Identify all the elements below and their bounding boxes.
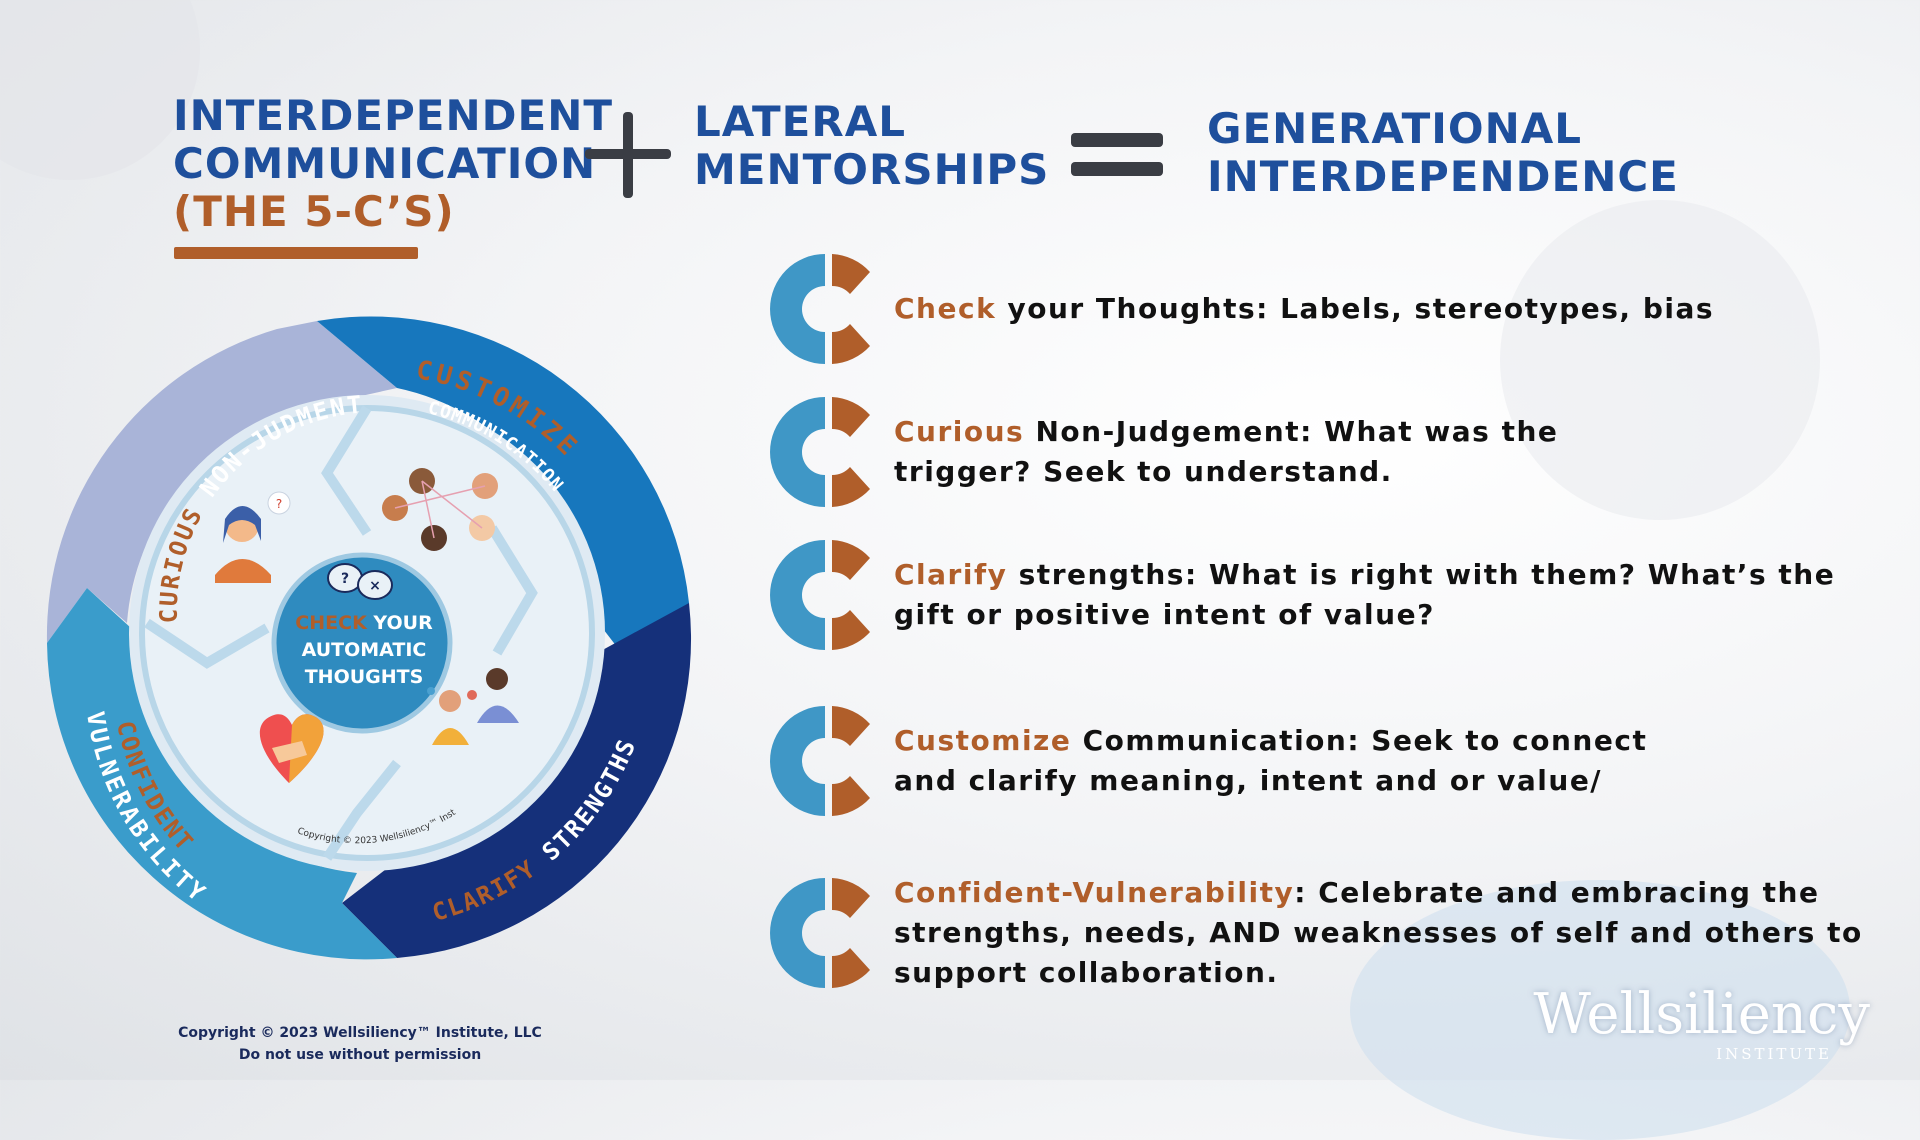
header-middle-line1: LATERAL xyxy=(694,97,906,146)
c-item-check-text: Check your Thoughts: Labels, stereotypes… xyxy=(894,289,1874,329)
c-letter-icon xyxy=(770,397,870,507)
c-description: Communication: Seek to connect and clari… xyxy=(894,724,1648,797)
header-generational-interdependence: GENERATIONAL INTERDEPENDENCE xyxy=(1207,105,1679,201)
c-description: strengths: What is right with them? What… xyxy=(894,558,1836,631)
c-item-curious-text: Curious Non-Judgement: What was the trig… xyxy=(894,412,1614,492)
wheel-segment-curious xyxy=(46,321,397,643)
c-keyword: Clarify xyxy=(894,558,1008,591)
header-underline xyxy=(174,247,418,259)
center-label-line1: CHECK YOUR xyxy=(295,612,433,634)
c-letter-icon xyxy=(770,706,870,816)
c-keyword: Curious xyxy=(894,415,1025,448)
c-item-customize-text: Customize Communication: Seek to connect… xyxy=(894,721,1714,801)
header-left-line3: (THE 5-C’S) xyxy=(173,187,455,236)
footer-line2: Do not use without permission xyxy=(238,1047,482,1063)
c-item-check: Check your Thoughts: Labels, stereotypes… xyxy=(770,254,1890,364)
c-description: your Thoughts: Labels, stereotypes, bias xyxy=(996,292,1715,325)
svg-text:?: ? xyxy=(341,571,349,587)
center-line1-rest: YOUR xyxy=(367,612,433,634)
center-label-line3: THOUGHTS xyxy=(305,666,424,688)
svg-text:?: ? xyxy=(276,497,282,511)
center-label-line2: AUTOMATIC xyxy=(302,639,427,661)
plus-icon-vertical xyxy=(623,112,633,198)
c-description: : Celebrate and embracing the strengths,… xyxy=(894,876,1863,989)
thinking-person-icon: ? xyxy=(215,491,291,583)
logo-main-text: Wellsiliency xyxy=(1533,982,1870,1047)
c-keyword: Confident-Vulnerability xyxy=(894,876,1295,909)
header-right-line2: INTERDEPENDENCE xyxy=(1207,152,1679,201)
chat-bubbles-icon: ? × xyxy=(327,563,393,600)
c-item-clarify-text: Clarify strengths: What is right with th… xyxy=(894,555,1874,635)
equals-icon-bottom xyxy=(1071,162,1163,176)
c-item-customize: Customize Communication: Seek to connect… xyxy=(770,706,1890,816)
header-interdependent-communication: INTERDEPENDENT COMMUNICATION (THE 5-C’S) xyxy=(173,92,613,236)
two-people-ideas-icon xyxy=(427,668,519,745)
c-item-curious: Curious Non-Judgement: What was the trig… xyxy=(770,397,1890,507)
c-item-confident-text: Confident-Vulnerability: Celebrate and e… xyxy=(894,873,1894,993)
c-item-clarify: Clarify strengths: What is right with th… xyxy=(770,540,1890,650)
c-item-confident: Confident-Vulnerability: Celebrate and e… xyxy=(770,876,1890,989)
header-right-line1: GENERATIONAL xyxy=(1207,104,1582,153)
background-shape xyxy=(0,0,200,180)
c-letter-icon xyxy=(770,254,870,364)
logo-sub-text: INSTITUTE xyxy=(1716,1045,1832,1063)
c-description: Non-Judgement: What was the trigger? See… xyxy=(894,415,1559,488)
center-accent: CHECK xyxy=(295,612,368,634)
footer-copyright: Copyright © 2023 Wellsiliency™ Institute… xyxy=(160,1022,560,1066)
c-keyword: Customize xyxy=(894,724,1072,757)
header-middle-line2: MENTORSHIPS xyxy=(694,145,1050,194)
five-cs-wheel: ? × CHECK YOUR AUTOMATIC THOUGHTS ? Cop xyxy=(27,293,692,960)
team-network-icon xyxy=(382,468,498,551)
c-letter-icon xyxy=(770,878,870,988)
heart-handshake-icon xyxy=(259,714,324,783)
wellsiliency-logo: Wellsiliency INSTITUTE xyxy=(1490,982,1870,1064)
header-left-line1: INTERDEPENDENT xyxy=(173,91,613,140)
wheel-segment-clarify xyxy=(342,603,692,958)
header-left-line2: COMMUNICATION xyxy=(173,139,597,188)
footer-line1: Copyright © 2023 Wellsiliency™ Institute… xyxy=(178,1025,542,1041)
background-shape xyxy=(1500,200,1820,520)
c-keyword: Check xyxy=(894,292,997,325)
header-lateral-mentorships: LATERAL MENTORSHIPS xyxy=(694,98,1049,194)
center-circle xyxy=(271,552,453,734)
equals-icon-top xyxy=(1071,133,1163,147)
svg-text:×: × xyxy=(369,578,381,594)
c-letter-icon xyxy=(770,540,870,650)
